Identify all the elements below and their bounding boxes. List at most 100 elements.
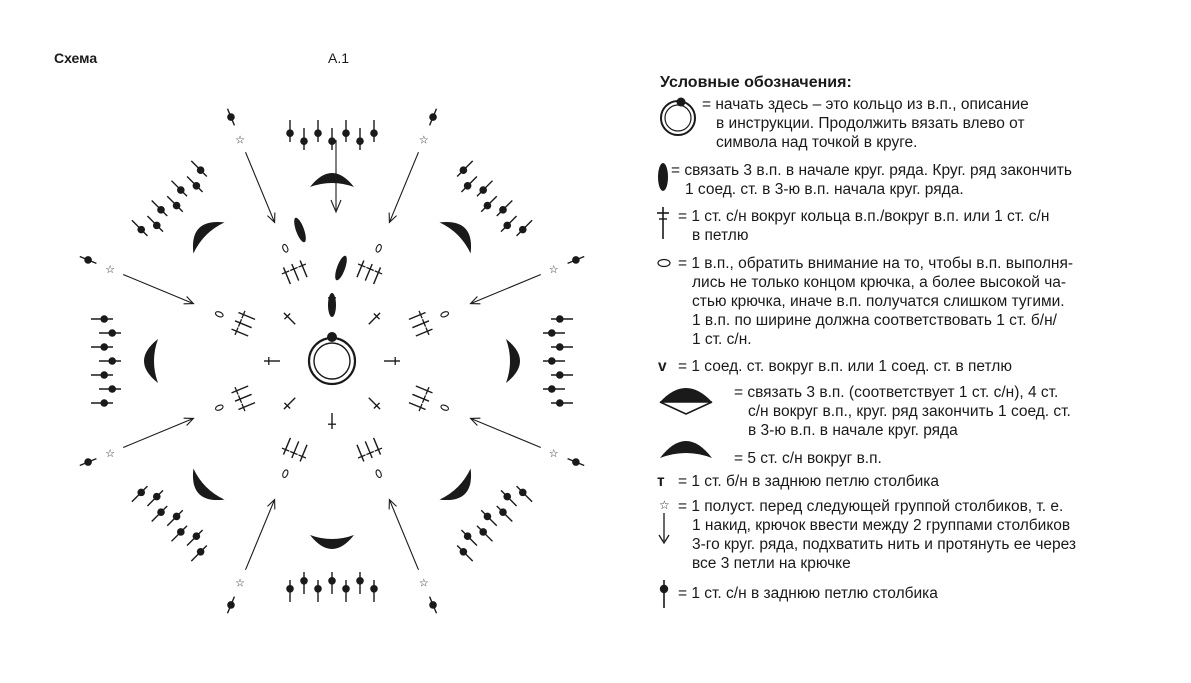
post-dot-mark: [479, 528, 487, 536]
dc-crossbar-mark: [284, 402, 291, 409]
dc-stitch-mark: [412, 393, 430, 402]
dc-crossbar-mark: [234, 386, 239, 395]
dc-stitch-mark: [234, 320, 252, 329]
legend-line: стью крючка, иначе в.п. получатся слишко…: [692, 293, 1065, 310]
legend-line: = 1 ст. б/н в заднюю петлю столбика: [678, 473, 940, 490]
post-dot-mark: [370, 129, 378, 137]
post-dot-mark: [548, 385, 556, 393]
post-dot-mark: [459, 166, 468, 175]
post-dot-mark: [108, 385, 116, 393]
legend-line: 3-го круг. ряда, подхватить нить и протя…: [692, 536, 1077, 553]
chain-oval-mark: [282, 243, 289, 253]
post-dot-mark: [108, 329, 116, 337]
chain-oval-mark: [375, 243, 382, 253]
dc-crossbar-mark: [425, 386, 430, 395]
legend-line: = 1 соед. ст. вокруг в.п. или 1 соед. ст…: [678, 358, 1012, 375]
dc-stitch-mark: [238, 401, 256, 411]
post-dot-mark: [483, 201, 492, 210]
chain-oval-mark: [214, 311, 224, 318]
dc-crossbar-mark: [241, 310, 246, 319]
legend-line: в 3-ю в.п. в начале круг. ряда: [748, 422, 958, 439]
dc-crossbar-mark: [418, 310, 423, 319]
chain-oval-mark: [440, 404, 450, 411]
dc-crossbar-mark: [298, 454, 307, 459]
arrow-head-mark: [469, 296, 481, 305]
post-dot-mark: [286, 585, 294, 593]
dc-crossbar-mark: [289, 450, 298, 456]
post-dot-mark: [356, 137, 364, 145]
arrow-head-mark: [267, 498, 276, 510]
dc-crossbar-mark: [366, 450, 375, 456]
star-mark: ☆: [549, 447, 559, 460]
dc-crossbar-mark: [425, 327, 430, 336]
arrow-line-mark: [122, 417, 194, 448]
arrow-head-mark: [183, 296, 195, 305]
post-dot-mark: [503, 221, 512, 230]
star-mark: ☆: [419, 577, 429, 590]
post-dot-mark: [177, 528, 185, 536]
dc-crossbar-mark: [373, 313, 380, 320]
fan-shell-mark: [439, 468, 472, 501]
chain3-oval-mark: [335, 255, 347, 281]
post-dot-mark: [172, 201, 181, 210]
legend-title: Условные обозначения:: [660, 74, 852, 91]
legend-line: лись не только концом крючка, а более вы…: [692, 274, 1067, 291]
diagram-arms: ☆☆☆☆☆☆☆☆: [79, 108, 585, 614]
legend-line: 1 соед. ст. в 3-ю в.п. начала круг. ряда…: [685, 181, 964, 198]
chain-oval-mark: [375, 469, 382, 479]
post-dot-mark: [370, 585, 378, 593]
chain3-oval-mark: [328, 293, 336, 317]
dc-crossbar-mark: [241, 403, 246, 412]
arrow-head-mark: [388, 498, 397, 510]
post-dot-mark: [556, 343, 564, 351]
star-arrow-icon: ☆: [658, 498, 670, 545]
legend-line: = 1 полуст. перед следующей группой стол…: [678, 498, 1064, 515]
dc-stitch-mark: [356, 444, 365, 462]
arrow-head-mark: [388, 212, 397, 224]
dc-crossbar-mark: [421, 395, 427, 404]
legend-item-open-fan: = связать 3 в.п. (соответствует 1 ст. с/…: [734, 383, 1071, 440]
legend-line: 1 в.п. по ширине должна соответствовать …: [692, 312, 1057, 329]
post-dot-mark: [556, 315, 564, 323]
post-dot-mark: [518, 225, 527, 234]
legend-line: 1 ст. с/н.: [692, 331, 752, 348]
post-dot-mark: [356, 577, 364, 585]
post-dot-mark: [499, 206, 507, 214]
fan-shell-mark: [192, 468, 225, 501]
dc-crossbar-mark: [289, 266, 298, 272]
post-dot-mark: [314, 585, 322, 593]
dc-stitch-mark: [291, 441, 300, 459]
post-dot-mark: [100, 399, 108, 407]
legend-item-sc: = 1 ст. б/н в заднюю петлю столбика: [678, 472, 939, 491]
dc-crossbar-mark: [374, 270, 383, 275]
legend-line: = связать 3 в.п. в начале круг. ряда. Кр…: [671, 162, 1072, 179]
dc-crossbar-mark: [281, 270, 290, 275]
post-dot-mark: [196, 547, 205, 556]
arrow-line-mark: [388, 499, 419, 571]
dc-stitch-mark: [231, 385, 249, 394]
post-dot-mark: [342, 585, 350, 593]
fan-shell-mark: [144, 339, 158, 383]
post-dot-mark: [499, 508, 507, 516]
dc-crossbar-mark: [237, 318, 243, 327]
post-dot-mark: [137, 225, 146, 234]
post-dot-mark: [518, 488, 527, 497]
dc-stitch-mark: [231, 328, 249, 337]
dc-crossbar-mark: [357, 263, 366, 268]
arrow-line-mark: [470, 417, 542, 448]
arrow-head-mark: [267, 212, 276, 224]
dot-post-icon: [659, 580, 669, 608]
arrow-head-mark: [330, 199, 342, 214]
arrow-head-mark: [183, 417, 195, 426]
post-dot-mark: [177, 186, 185, 194]
dc-stitch-mark: [283, 397, 296, 410]
dc-crossbar-mark: [284, 313, 291, 320]
legend-item-dc: = 1 ст. с/н вокруг кольца в.п./вокруг в.…: [678, 207, 1049, 245]
post-dot-mark: [100, 371, 108, 379]
dc-stitch-mark: [283, 312, 296, 325]
legend-line: = 1 ст. с/н вокруг кольца в.п./вокруг в.…: [678, 208, 1050, 225]
legend-line: = начать здесь – это кольцо из в.п., опи…: [702, 96, 1029, 113]
post-dot-mark: [314, 129, 322, 137]
dc-stitch-mark: [238, 311, 256, 321]
post-dot-mark: [192, 532, 201, 541]
